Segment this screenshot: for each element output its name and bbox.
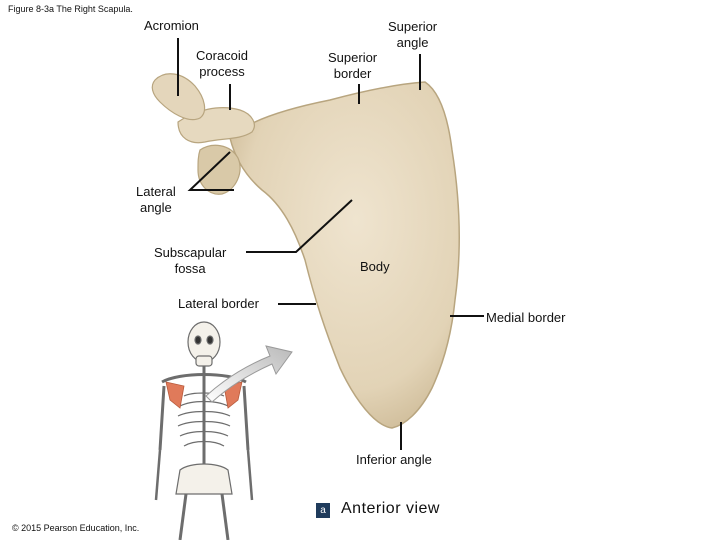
label-medial-border: Medial border xyxy=(486,310,566,325)
label-acromion: Acromion xyxy=(144,18,199,33)
scapula-bone xyxy=(229,81,461,429)
acromion-bone xyxy=(151,73,206,121)
label-lateral-border: Lateral border xyxy=(178,296,259,311)
label-inferior-angle: Inferior angle xyxy=(356,452,432,467)
view-title: Anterior view xyxy=(341,500,440,517)
label-subscapular-fossa: Subscapular fossa xyxy=(154,245,227,276)
view-badge: a xyxy=(316,503,330,518)
label-superior-angle: Superior angle xyxy=(388,19,438,50)
glenoid-bone xyxy=(197,144,241,195)
pointer-arrow xyxy=(205,345,293,403)
skeleton-left-scapula-highlight xyxy=(165,381,185,409)
label-lateral-angle: Lateral angle xyxy=(136,184,176,215)
label-coracoid-process: Coracoid process xyxy=(196,48,249,79)
leader-lines xyxy=(177,38,484,450)
copyright-notice: © 2015 Pearson Education, Inc. xyxy=(12,523,140,533)
skeleton-figure xyxy=(154,321,254,540)
label-body: Body xyxy=(360,259,390,274)
figure-caption: Figure 8-3a The Right Scapula. xyxy=(8,4,133,14)
label-superior-border: Superior border xyxy=(328,50,378,81)
